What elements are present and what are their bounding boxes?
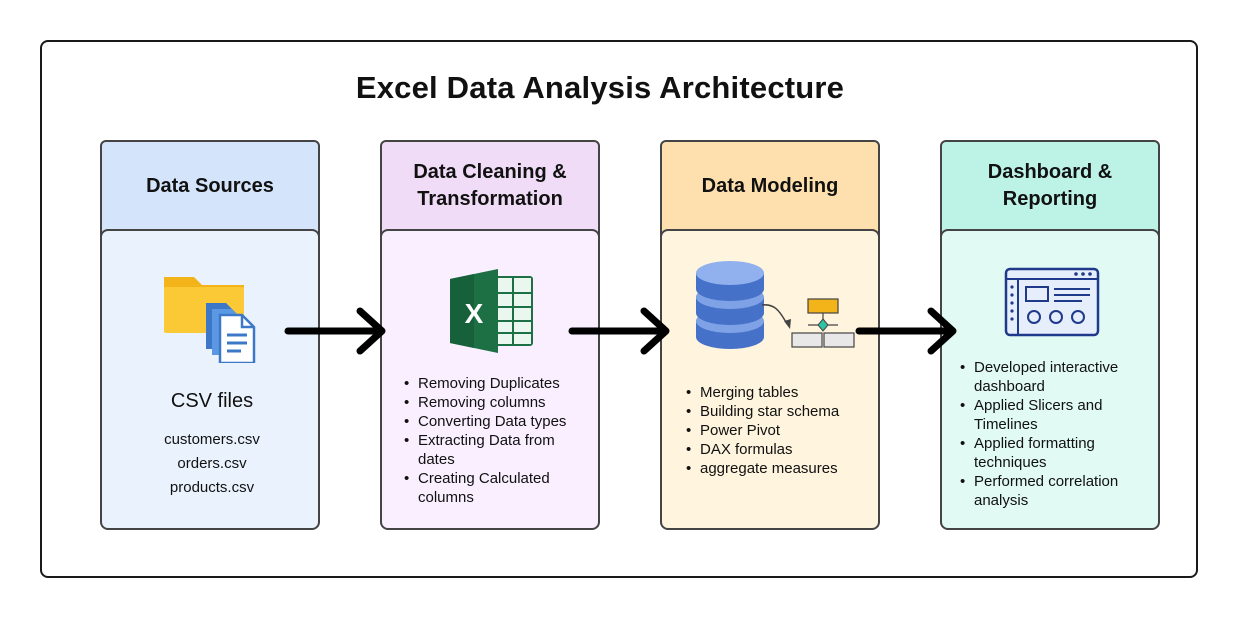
right-arrow-icon (855, 307, 957, 355)
dashboard-heading-line2: Reporting (1002, 188, 1098, 210)
list-item: Power Pivot (684, 421, 879, 440)
list-item: Building star schema (684, 402, 879, 421)
data-modeling-heading: Data Modeling (701, 174, 839, 197)
list-item: DAX formulas (684, 440, 879, 459)
dashboard-reporting-card: Developed interactive dashboard Applied … (940, 229, 1160, 530)
dashboard-window-icon (1004, 267, 1100, 337)
data-cleaning-heading-line2: Transformation (417, 188, 563, 210)
cleaning-steps-list: Removing Duplicates Removing columns Con… (402, 374, 597, 507)
data-sources-card: CSV files customers.csv orders.csv produ… (100, 229, 320, 530)
list-item: Creating Calculated columns (402, 469, 568, 507)
csv-file-name: customers.csv (164, 431, 260, 448)
data-modeling-header: Data Modeling (660, 140, 880, 240)
csv-files-label: CSV files (170, 390, 254, 412)
data-cleaning-card: X Removing Duplicates Removing columns C… (380, 229, 600, 530)
list-item: Extracting Data from dates (402, 431, 568, 469)
list-item: Developed interactive dashboard (958, 358, 1128, 396)
modeling-steps-list: Merging tables Building star schema Powe… (684, 383, 879, 478)
data-modeling-card: Merging tables Building star schema Powe… (660, 229, 880, 530)
list-item: Converting Data types (402, 412, 597, 431)
diagram-frame (40, 40, 1198, 578)
folder-with-documents-icon (164, 277, 256, 363)
data-sources-heading: Data Sources (146, 174, 274, 197)
list-item: Applied Slicers and Timelines (958, 396, 1128, 434)
data-cleaning-heading-line1: Data Cleaning & (413, 161, 567, 183)
list-item: Performed correlation analysis (958, 472, 1128, 510)
list-item: Merging tables (684, 383, 879, 402)
database-schema-icon (696, 261, 855, 349)
data-sources-header: Data Sources (100, 140, 320, 240)
list-item: aggregate measures (684, 459, 879, 478)
dashboard-reporting-header: Dashboard & Reporting (940, 140, 1160, 240)
csv-file-name: products.csv (169, 479, 255, 496)
excel-icon: X (450, 269, 533, 353)
right-arrow-icon (284, 307, 386, 355)
data-cleaning-header: Data Cleaning & Transformation (380, 140, 600, 240)
svg-text:X: X (465, 298, 484, 329)
csv-file-list: customers.csv orders.csv products.csv (102, 428, 322, 500)
list-item: Removing columns (402, 393, 597, 412)
list-item: Applied formatting techniques (958, 434, 1128, 472)
dashboard-steps-list: Developed interactive dashboard Applied … (958, 358, 1128, 510)
diagram-title: Excel Data Analysis Architecture (355, 70, 845, 105)
csv-file-name: orders.csv (177, 455, 247, 472)
list-item: Removing Duplicates (402, 374, 597, 393)
right-arrow-icon (568, 307, 670, 355)
dashboard-heading-line1: Dashboard & (987, 161, 1113, 183)
